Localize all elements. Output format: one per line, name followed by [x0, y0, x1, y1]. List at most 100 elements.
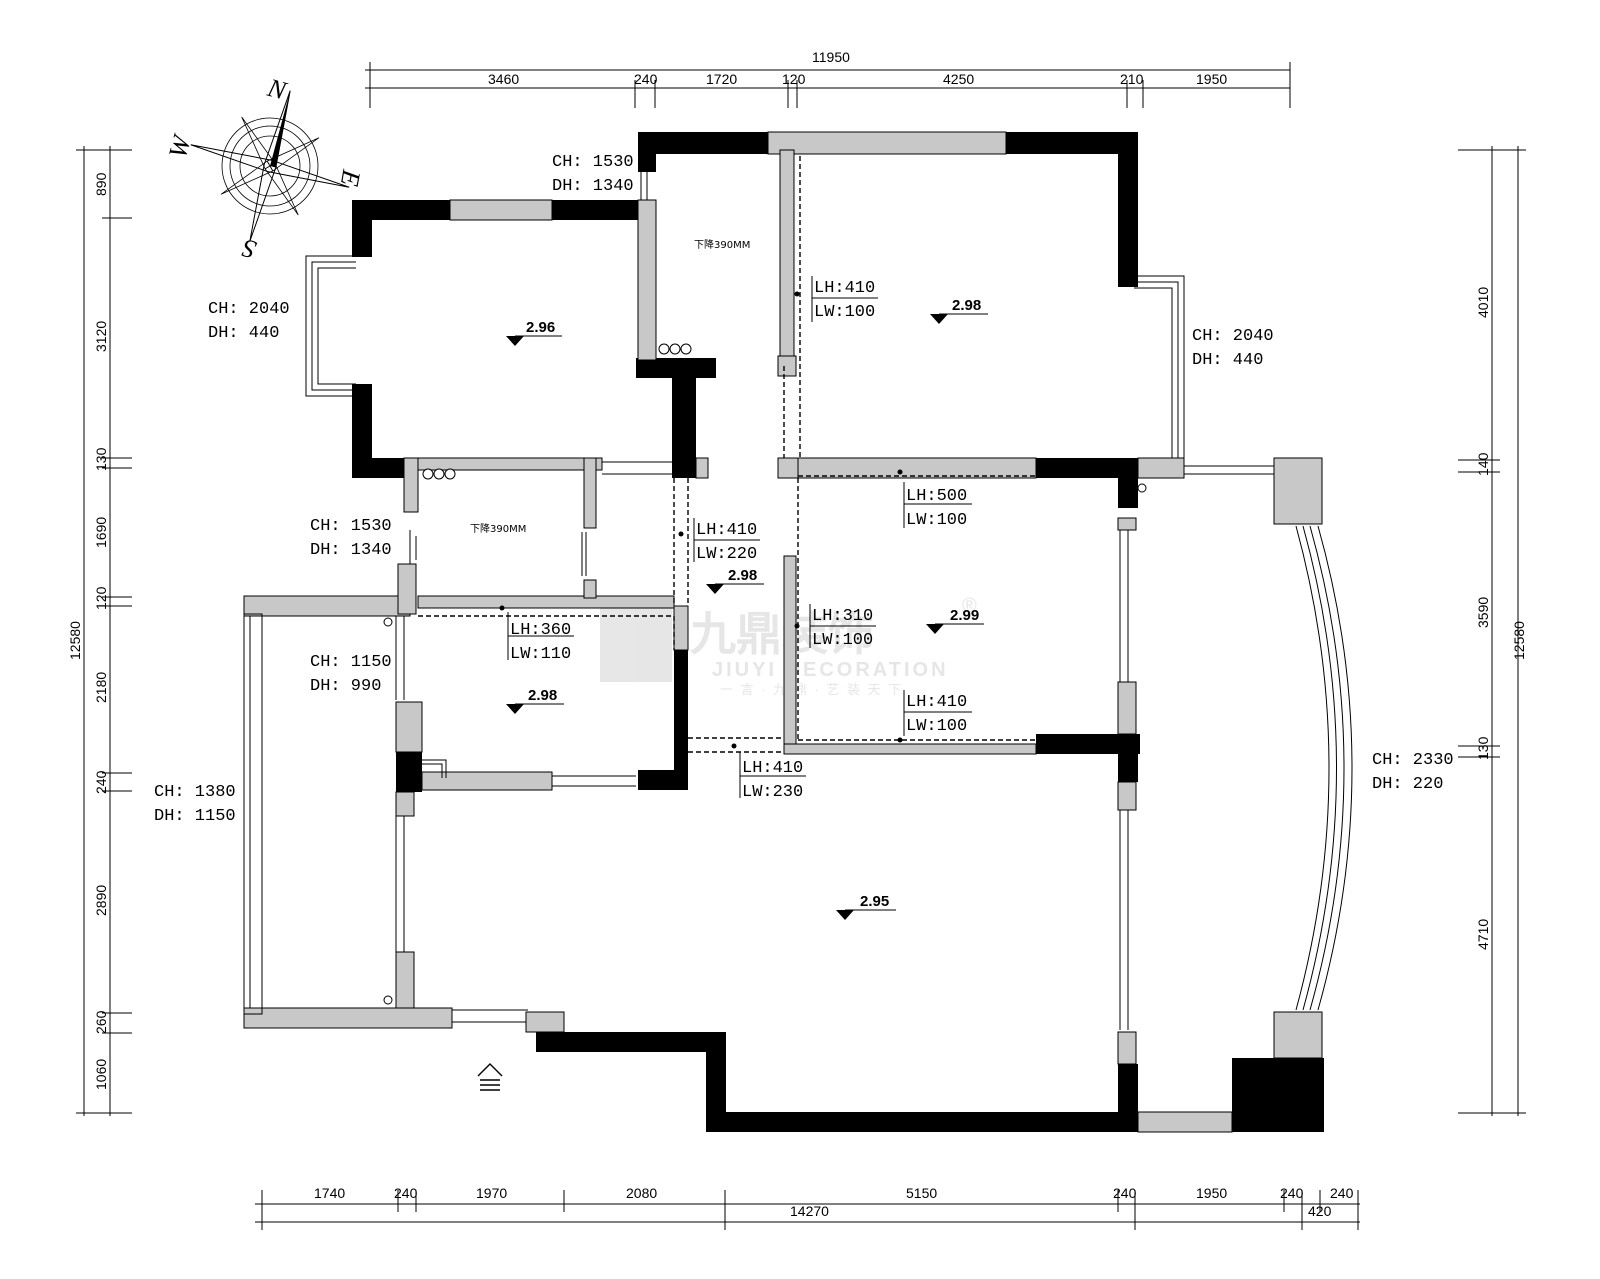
dh-label: DH: 1340 — [310, 541, 392, 560]
lh-label: LH:410 — [814, 279, 875, 298]
pipe-icon — [658, 343, 670, 355]
dim-right-1: 4010 — [1475, 287, 1491, 318]
drain-icon — [1137, 483, 1147, 493]
level-marker: 2.98 — [930, 297, 988, 324]
windows — [243, 172, 1353, 1030]
watermark-brand-en: JIUYI DECORATION — [712, 659, 949, 681]
dim-bottom-4: 2080 — [626, 1185, 657, 1201]
dh-label: DH: 990 — [310, 677, 381, 696]
ceiling-drop-label: 下降390MM — [470, 522, 526, 535]
dim-bottom-3: 1970 — [476, 1185, 507, 1201]
level-marker: 2.98 — [706, 567, 764, 594]
compass-west: W — [163, 131, 197, 162]
dim-bottom-8: 240 — [1280, 1185, 1304, 1201]
fixtures — [383, 343, 1147, 1005]
dim-left-3: 130 — [93, 447, 109, 471]
dim-bottom-9: 240 — [1330, 1185, 1354, 1201]
lh-label: LH:410 — [742, 759, 803, 778]
watermark-logo-icon — [600, 602, 672, 682]
watermark-brand-cn: 九鼎装饰 — [690, 608, 874, 660]
level-marker: 2.99 — [926, 607, 984, 634]
dim-left-6: 2180 — [93, 672, 109, 703]
gas-pipe-icon — [422, 759, 447, 778]
level-marker: 2.95 — [836, 893, 896, 920]
dim-left-4: 1690 — [93, 517, 109, 548]
dim-bottom-6: 240 — [1113, 1185, 1137, 1201]
beams-dashed — [418, 156, 1036, 753]
ch-label: CH: 1530 — [552, 153, 634, 172]
lh-label: LH:410 — [696, 521, 757, 540]
ch-label: CH: 2330 — [1372, 751, 1454, 770]
dh-label: DH: 1150 — [154, 807, 236, 826]
level-marker: 2.98 — [506, 687, 564, 714]
dim-top-7: 1950 — [1196, 71, 1227, 87]
lw-label: LW:100 — [814, 303, 875, 322]
dim-top-1: 3460 — [488, 71, 519, 87]
lh-label: LH:410 — [906, 693, 967, 712]
compass-east: E — [335, 167, 367, 189]
level-value: 2.98 — [728, 567, 757, 584]
dim-right-4: 130 — [1475, 736, 1491, 760]
entrance-arrow-icon — [477, 1063, 503, 1091]
lw-label: LW:220 — [696, 545, 757, 564]
dim-top-total: 11950 — [812, 49, 850, 65]
dim-top-5: 4250 — [943, 71, 974, 87]
dim-right-2: 140 — [1475, 452, 1491, 476]
dim-bottom-5: 5150 — [906, 1185, 937, 1201]
ceiling-annotations: CH: 1530 DH: 1340 CH: 2040 DH: 440 CH: 2… — [154, 153, 1454, 826]
level-value: 2.98 — [952, 297, 981, 314]
dim-top-2: 240 — [634, 71, 658, 87]
lw-label: LW:100 — [812, 631, 873, 650]
level-value: 2.99 — [950, 607, 979, 624]
level-marker: 2.96 — [506, 319, 562, 346]
dimensions-right: 12580 4010 140 3590 130 4710 — [1458, 146, 1527, 1116]
pipe-icon — [669, 343, 681, 355]
drain-icon — [383, 995, 393, 1005]
dim-bottom-1: 1740 — [314, 1185, 345, 1201]
drain-icon — [383, 617, 393, 627]
dim-left-5: 120 — [93, 586, 109, 610]
dim-right-3: 3590 — [1475, 597, 1491, 628]
dim-left-total: 12580 — [67, 621, 83, 660]
walls-solid — [352, 132, 1324, 1132]
watermark-slogan: 一 言 · 九 鼎 · 艺 装 天 下 — [720, 682, 903, 697]
ch-label: CH: 1150 — [310, 653, 392, 672]
dim-top-4: 120 — [782, 71, 806, 87]
lw-label: LW:100 — [906, 511, 967, 530]
dim-bottom-total: 14270 — [790, 1203, 829, 1219]
dim-right-5: 4710 — [1475, 919, 1491, 950]
dim-left-9: 260 — [93, 1010, 109, 1034]
dim-left-10: 1060 — [93, 1059, 109, 1090]
compass-rose-icon: N E S W — [163, 73, 367, 265]
beam-annotations: LH:410 LW:100 LH:500 LW:100 LH:410 LW:22… — [499, 276, 972, 802]
ceiling-drop-label: 下降390MM — [694, 238, 750, 251]
level-value: 2.98 — [528, 687, 557, 704]
dh-label: DH: 220 — [1372, 775, 1443, 794]
dimensions-bottom: 1740 240 1970 2080 5150 240 1950 240 240… — [255, 1185, 1360, 1230]
dim-top-6: 210 — [1120, 71, 1144, 87]
ch-label: CH: 1380 — [154, 783, 236, 802]
dimensions-left: 12580 890 3120 130 1690 120 2180 240 289… — [67, 146, 132, 1116]
dim-left-2: 3120 — [93, 321, 109, 352]
dh-label: DH: 1340 — [552, 177, 634, 196]
pipe-icon — [680, 343, 692, 355]
ch-label: CH: 1530 — [310, 517, 392, 536]
dim-left-7: 240 — [93, 770, 109, 794]
level-value: 2.96 — [526, 319, 555, 336]
lh-label: LH:310 — [812, 607, 873, 626]
lw-label: LW:110 — [510, 645, 571, 664]
dim-bottom-7: 1950 — [1196, 1185, 1227, 1201]
dh-label: DH: 440 — [1192, 351, 1263, 370]
lh-label: LH:500 — [906, 487, 967, 506]
pipe-icon — [433, 468, 445, 480]
dim-left-8: 2890 — [93, 885, 109, 916]
lh-label: LH:360 — [510, 621, 571, 640]
dim-bottom-extra: 420 — [1308, 1203, 1332, 1219]
dim-left-1: 890 — [93, 172, 109, 196]
dim-top-3: 1720 — [706, 71, 737, 87]
lw-label: LW:230 — [742, 783, 803, 802]
dim-bottom-2: 240 — [394, 1185, 418, 1201]
dimensions-top: 11950 3460 240 1720 120 4250 210 1950 — [365, 49, 1291, 108]
level-markers: 2.96 2.98 2.98 2.99 2.98 2.95 — [506, 297, 988, 920]
level-value: 2.95 — [860, 893, 889, 910]
